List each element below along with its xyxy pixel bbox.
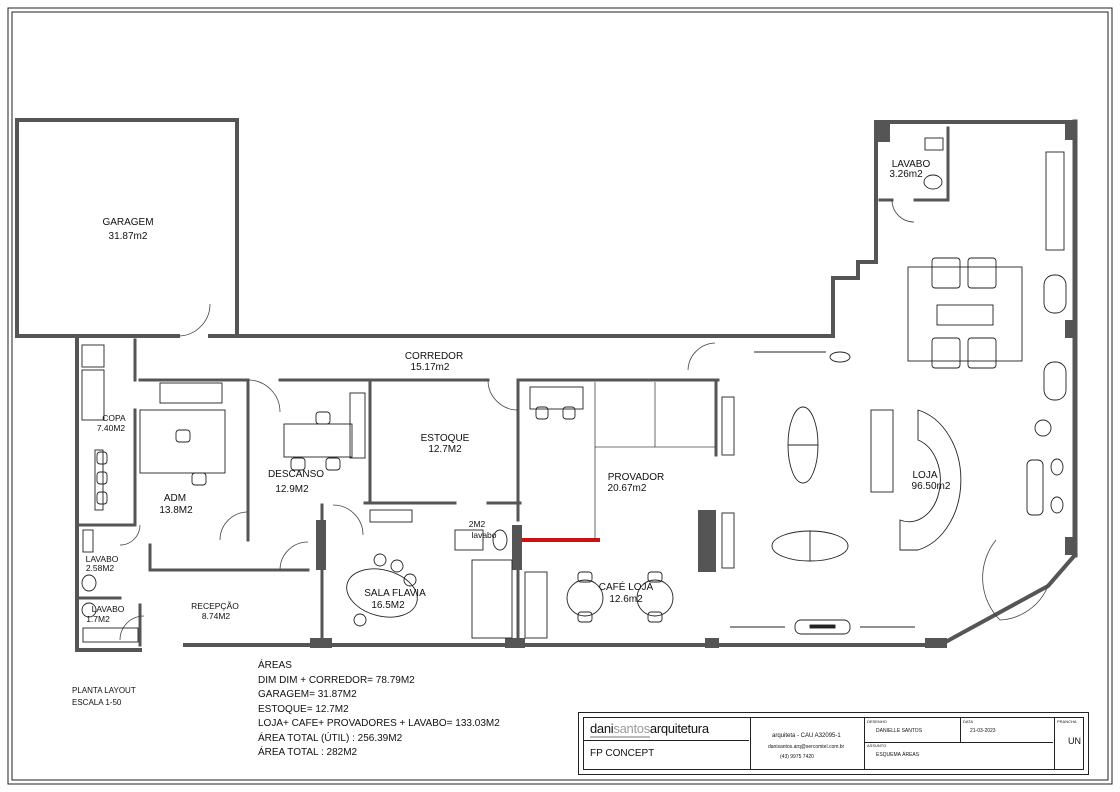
planta-scale: ESCALA 1-50 [72, 698, 122, 707]
logo-gray: santos [613, 721, 650, 736]
planta-title: PLANTA LAYOUT [72, 686, 136, 695]
sheet-border-inner [11, 11, 1109, 781]
logo-underline [590, 736, 650, 738]
drawn-by: DANIELLE SANTOS [876, 728, 923, 734]
logo-dark: dani [590, 721, 614, 736]
desenho-label: DESENHO [867, 719, 887, 724]
areas-line: ESTOQUE= 12.7M2 [258, 703, 349, 715]
room-area: 1.7M2 [86, 614, 110, 624]
room-name: CAFÉ LOJA [599, 580, 654, 593]
assunto-label: ASSUNTO [867, 743, 887, 748]
divider [1054, 718, 1055, 769]
date-value: 21-03-2023 [970, 728, 996, 734]
room-area: 2M2 [469, 519, 486, 529]
doors [119, 199, 1049, 641]
title-block-inner: danisantosarquitetura FP CONCEPT arquite… [583, 717, 1084, 770]
areas-title: ÁREAS [258, 660, 292, 671]
room-area: 12.6m2 [609, 594, 643, 605]
areas-line: ÁREA TOTAL : 282M2 [258, 747, 358, 758]
room-area: 8.74M2 [202, 611, 231, 621]
sheet-number: UN [1068, 736, 1081, 746]
room-area: 15.17m2 [411, 362, 450, 373]
divider [960, 718, 961, 743]
divider [864, 742, 1053, 743]
room-name: LAVABO [892, 159, 931, 170]
room-area: 2.58M2 [86, 563, 115, 573]
architect-label: arquiteta - CAU A32095-1 [772, 733, 841, 739]
room-area: 31.87m2 [109, 231, 148, 242]
areas-line: ÁREA TOTAL (ÚTIL) : 256.39M2 [258, 732, 403, 744]
areas-line: GARAGEM= 31.87M2 [258, 689, 357, 700]
room-area: 3.26m2 [889, 169, 923, 180]
divider [750, 718, 751, 769]
room-name: CORREDOR [405, 351, 463, 362]
pillars [310, 122, 1077, 648]
planta-caption: PLANTA LAYOUT ESCALA 1-50 [72, 685, 136, 709]
furniture [81, 137, 1067, 643]
room-area: 20.67m2 [608, 483, 647, 494]
room-area: 96.50m2 [912, 481, 951, 492]
room-name: COPA [102, 413, 126, 423]
divider [584, 740, 749, 741]
logo-rest: arquitetura [649, 721, 709, 736]
provador-partitions [594, 382, 716, 540]
room-labels: GARAGEM 31.87m2 CORREDOR 15.17m2 COPA 7.… [86, 159, 951, 624]
room-name: ADM [164, 493, 186, 504]
room-name: ESTOQUE [421, 433, 470, 444]
room-area: 12.7M2 [428, 444, 462, 455]
room-name: LAVABO [86, 554, 119, 564]
room-name: DESCANSO [268, 469, 324, 480]
room-area: 12.9M2 [275, 484, 309, 495]
areas-line: LOJA+ CAFE+ PROVADORES + LAVABO= 133.03M… [258, 718, 500, 729]
sheet-border-outer [7, 7, 1113, 785]
room-name: RECEPÇÃO [191, 601, 239, 611]
walls [15, 118, 1078, 652]
room-area: 13.8M2 [159, 505, 193, 516]
title-block: danisantosarquitetura FP CONCEPT arquite… [578, 712, 1089, 775]
areas-summary: ÁREAS DIM DIM + CORREDOR= 78.79M2 GARAGE… [258, 659, 500, 761]
data-label: DATA [963, 719, 974, 724]
room-name: PROVADOR [608, 472, 665, 483]
room-name: LAVABO [92, 604, 125, 614]
room-area: 16.5M2 [371, 600, 405, 611]
room-area: 7.40M2 [97, 423, 126, 433]
room-name: lavabo [471, 530, 496, 540]
prancha-label: PRANCHA [1057, 719, 1077, 724]
subject-value: ESQUEMA ÁREAS [876, 752, 920, 758]
architect-email: danisantos.arq@sercomtel.com.br [768, 744, 845, 750]
studio-logo: danisantosarquitetura [590, 721, 709, 736]
room-name: SALA FLAVIA [364, 588, 426, 599]
project-name: FP CONCEPT [590, 748, 655, 759]
room-name: GARAGEM [102, 217, 153, 228]
areas-line: DIM DIM + CORREDOR= 78.79M2 [258, 674, 415, 686]
architect-phone: (43) 9975 7420 [780, 754, 814, 760]
divider [864, 718, 865, 769]
room-name: LOJA [912, 470, 937, 481]
